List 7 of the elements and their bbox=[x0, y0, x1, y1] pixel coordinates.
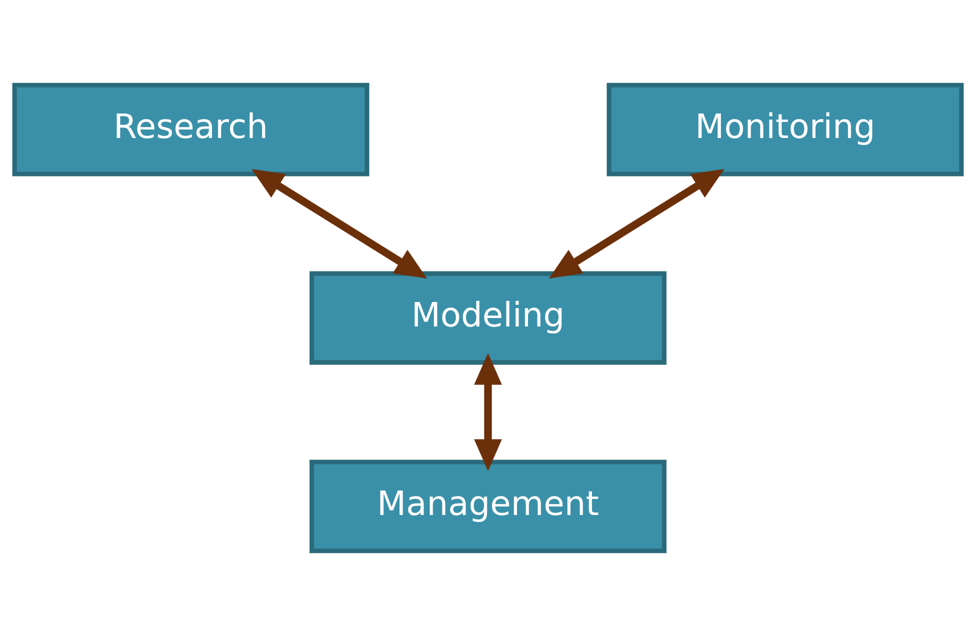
arrow bbox=[548, 169, 724, 278]
node-box: Management bbox=[310, 460, 666, 554]
node-box: Monitoring bbox=[606, 82, 964, 176]
node-box: Modeling bbox=[310, 271, 666, 365]
arrow bbox=[474, 352, 502, 472]
arrow bbox=[252, 169, 428, 278]
node-box: Research bbox=[12, 82, 370, 176]
